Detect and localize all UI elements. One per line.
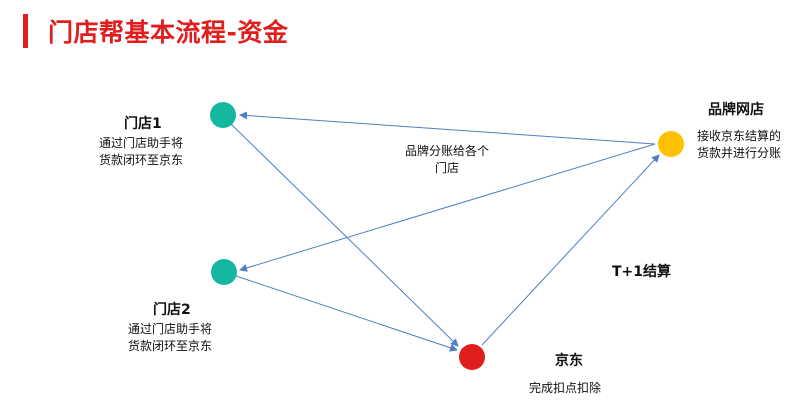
brand-node [658, 131, 684, 157]
brand-split-label: 品牌分账给各个 门店 [405, 143, 489, 177]
edge-store2-to-jd [235, 275, 458, 352]
jd-node [459, 344, 485, 370]
page-title: 门店帮基本流程-资金 [48, 18, 289, 47]
jd-label: 京东 [555, 353, 583, 369]
brand-label: 品牌网店 [708, 102, 764, 118]
brand-split-label-line2: 门店 [435, 161, 460, 175]
store1-label: 门店1 [124, 116, 162, 132]
brand-desc-line1: 接收京东结算的 [697, 129, 782, 143]
store2-node [211, 259, 237, 285]
store1-node [210, 102, 236, 128]
settlement-label: T+1结算 [612, 264, 672, 280]
store2-description: 通过门店助手将 货款闭环至京东 [128, 321, 212, 355]
store2-desc-line1: 通过门店助手将 [128, 322, 213, 336]
jd-description: 完成扣点扣除 [529, 381, 602, 395]
edge-brand-to-store1 [239, 111, 656, 145]
title-accent-bar [23, 14, 28, 48]
store1-description: 通过门店助手将 货款闭环至京东 [99, 135, 183, 169]
store1-desc-line2: 货款闭环至京东 [99, 153, 184, 167]
brand-description: 接收京东结算的 货款并进行分账 [697, 128, 781, 162]
edge-jd-to-brand [481, 154, 660, 346]
brand-split-label-line1: 品牌分账给各个 [405, 144, 490, 158]
store1-desc-line1: 通过门店助手将 [99, 136, 184, 150]
brand-desc-line2: 货款并进行分账 [697, 146, 782, 160]
edge-store1-to-jd [230, 123, 459, 347]
edge-brand-to-store2 [239, 143, 656, 272]
store2-label: 门店2 [153, 302, 191, 318]
store2-desc-line2: 货款闭环至京东 [128, 339, 213, 353]
